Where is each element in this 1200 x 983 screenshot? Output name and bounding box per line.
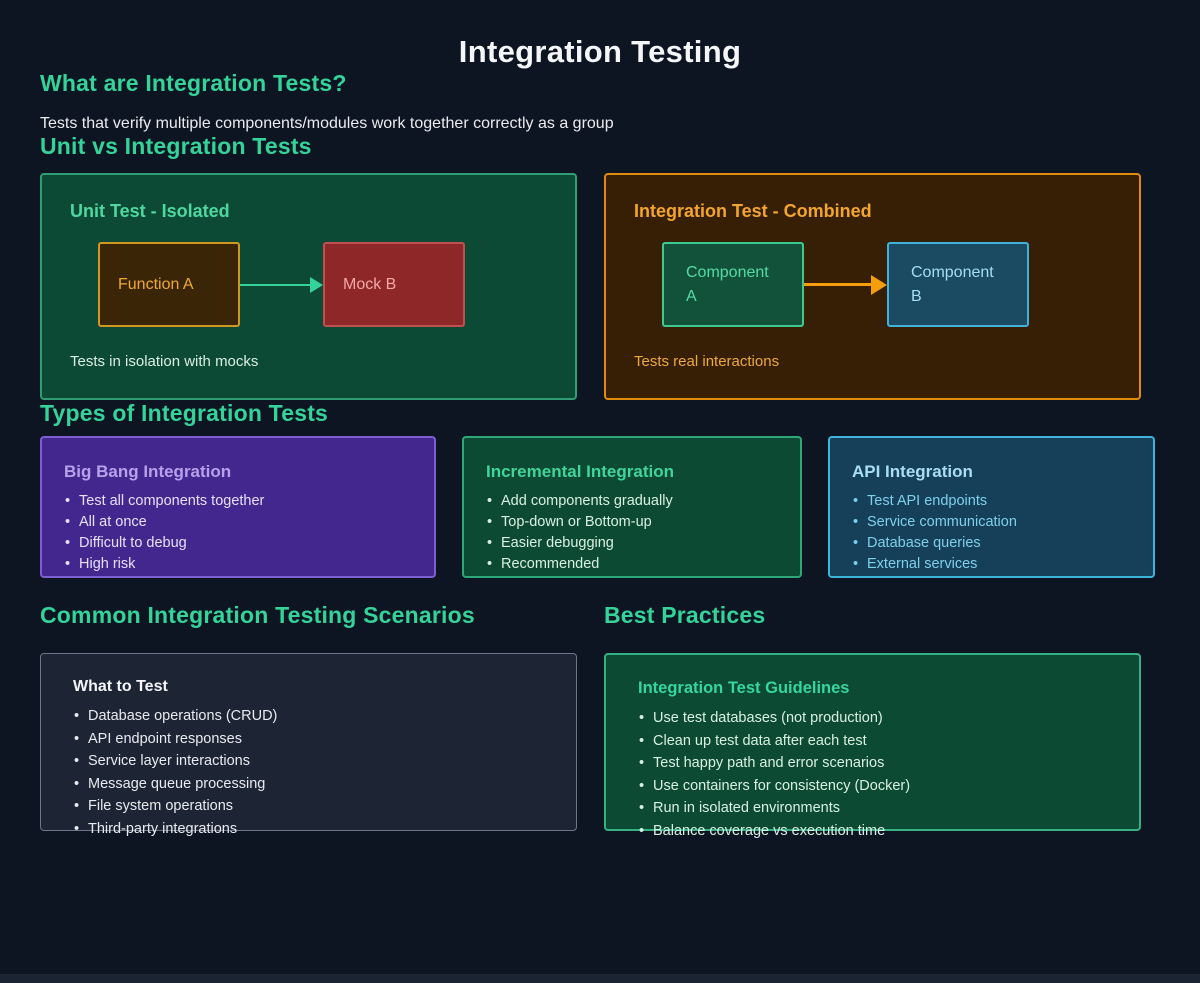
panel-bullet-list: Database operations (CRUD) API endpoint … [73,708,544,837]
list-item: Third-party integrations [73,821,544,837]
what-to-test-panel: What to Test Database operations (CRUD) … [40,653,577,837]
section-heading-best-practices: Best Practices [604,602,766,628]
incremental-integration-card: Incremental Integration Add components g… [462,436,802,578]
card-bullet-list: Test all components together All at once… [64,493,412,572]
section-heading-unit-vs-integration: Unit vs Integration Tests [40,133,312,159]
component-b-node: Component B [887,242,1029,327]
arrow-line [240,283,310,286]
section-heading-types: Types of Integration Tests [40,400,329,426]
mock-b-node: Mock B [323,242,465,327]
intro-description: Tests that verify multiple components/mo… [40,115,614,132]
list-item: File system operations [73,798,544,814]
list-item: High risk [64,556,412,572]
card-title: Big Bang Integration [64,462,232,481]
section-heading-scenarios: Common Integration Testing Scenarios [40,602,475,628]
list-item: Database operations (CRUD) [73,708,544,724]
list-item: Test API endpoints [852,493,1131,509]
unit-test-panel: Unit Test - Isolated Function A Mock B T… [40,173,577,400]
list-item: Run in isolated environments [638,800,1107,816]
types-cards-row: Big Bang Integration Test all components… [40,436,1160,578]
arrow-head [871,274,887,295]
comparison-panel-row: Unit Test - Isolated Function A Mock B T… [40,173,1160,400]
list-item: Clean up test data after each test [638,733,1107,749]
list-item: Difficult to debug [64,535,412,551]
list-item: Balance coverage vs execution time [638,823,1107,839]
unit-panel-caption: Tests in isolation with mocks [70,353,259,370]
integration-test-diagram: Component A Component B [662,242,1111,327]
scenarios-column: Common Integration Testing Scenarios Wha… [40,602,577,837]
list-item: All at once [64,514,412,530]
page-content: What are Integration Tests? Tests that v… [0,70,1200,839]
arrow-head [310,276,323,293]
card-bullet-list: Add components gradually Top-down or Bot… [486,493,778,572]
list-item: Top-down or Bottom-up [486,514,778,530]
card-title: API Integration [852,462,973,481]
list-item: Database queries [852,535,1131,551]
page-title: Integration Testing [458,34,742,69]
card-bullet-list: Test API endpoints Service communication… [852,493,1131,572]
big-bang-integration-card: Big Bang Integration Test all components… [40,436,436,578]
list-item: Test all components together [64,493,412,509]
integration-test-panel: Integration Test - Combined Component A … [604,173,1141,400]
integration-panel-caption: Tests real interactions [634,353,780,370]
list-item: Message queue processing [73,776,544,792]
api-integration-card: API Integration Test API endpoints Servi… [828,436,1155,578]
list-item: Service layer interactions [73,753,544,769]
list-item: External services [852,556,1131,572]
guidelines-panel: Integration Test Guidelines Use test dat… [604,653,1141,839]
best-practices-column: Best Practices Integration Test Guidelin… [604,602,1141,839]
function-a-node: Function A [98,242,240,327]
section-heading-what-are-integration-tests: What are Integration Tests? [40,70,347,96]
arrow-line [804,283,871,286]
panel-bullet-list: Use test databases (not production) Clea… [638,710,1107,839]
list-item: Add components gradually [486,493,778,509]
list-item: API endpoint responses [73,731,544,747]
integration-panel-title: Integration Test - Combined [634,201,872,221]
list-item: Test happy path and error scenarios [638,755,1107,771]
panel-heading: What to Test [73,678,168,695]
panel-heading: Integration Test Guidelines [638,679,850,697]
flow-arrow-icon [804,274,887,295]
list-item: Recommended [486,556,778,572]
unit-test-diagram: Function A Mock B [98,242,547,327]
bottom-section: Common Integration Testing Scenarios Wha… [40,602,1160,839]
list-item: Use containers for consistency (Docker) [638,778,1107,794]
list-item: Service communication [852,514,1131,530]
list-item: Use test databases (not production) [638,710,1107,726]
card-title: Incremental Integration [486,462,674,481]
list-item: Easier debugging [486,535,778,551]
flow-arrow-icon [240,276,323,293]
unit-panel-title: Unit Test - Isolated [70,201,230,221]
next-section-edge [0,974,1200,983]
component-a-node: Component A [662,242,804,327]
